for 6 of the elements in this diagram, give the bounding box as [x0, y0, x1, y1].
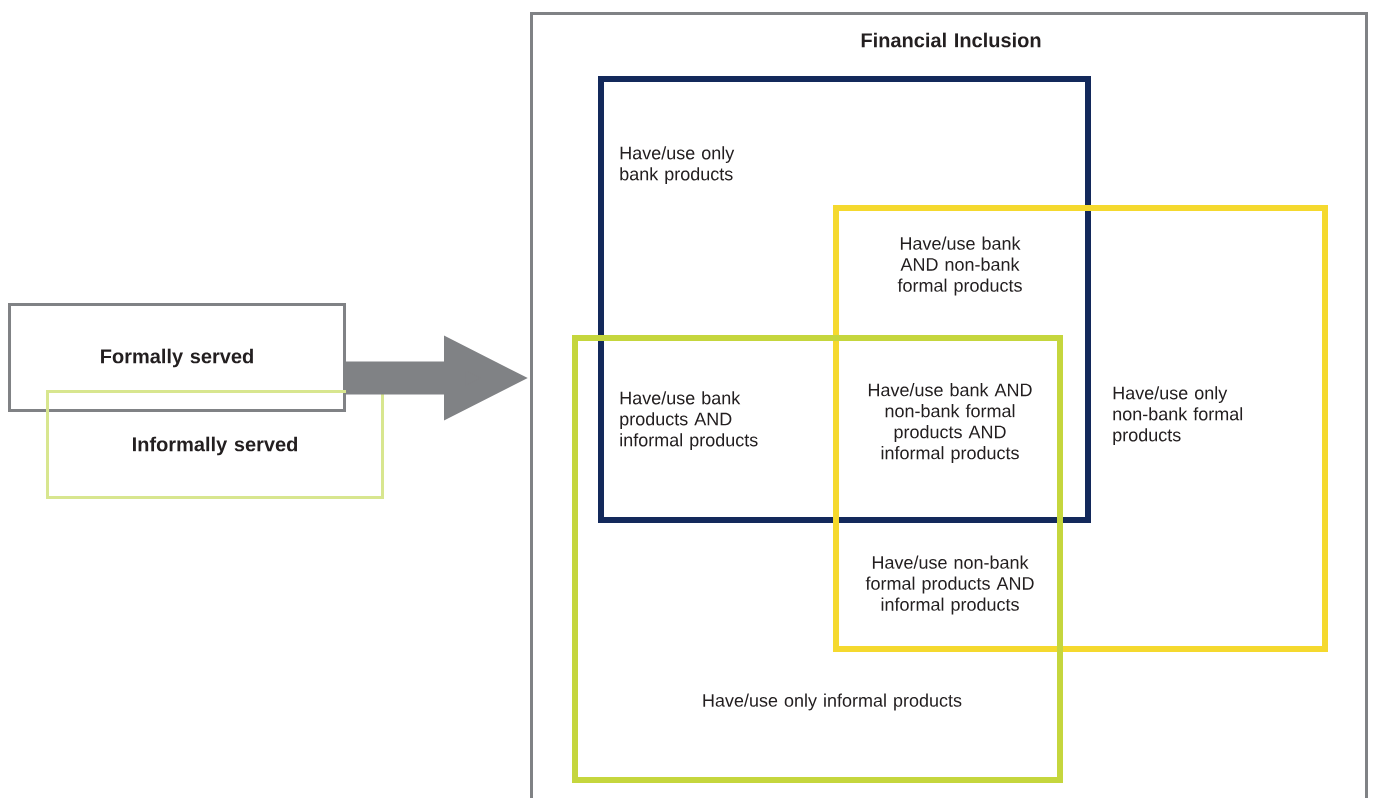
region-label: Have/use bank products AND informal products [620, 391, 758, 450]
region-label: Have/use bank AND non-bank formal products [897, 236, 1022, 296]
region-label: Have/use bank AND non-bank formal products AND informal products [868, 383, 1032, 463]
box: Formally served [8, 303, 346, 412]
region-label: Have/use non-bank formal products AND informal products [865, 555, 1034, 615]
box: Informally served [46, 390, 384, 499]
